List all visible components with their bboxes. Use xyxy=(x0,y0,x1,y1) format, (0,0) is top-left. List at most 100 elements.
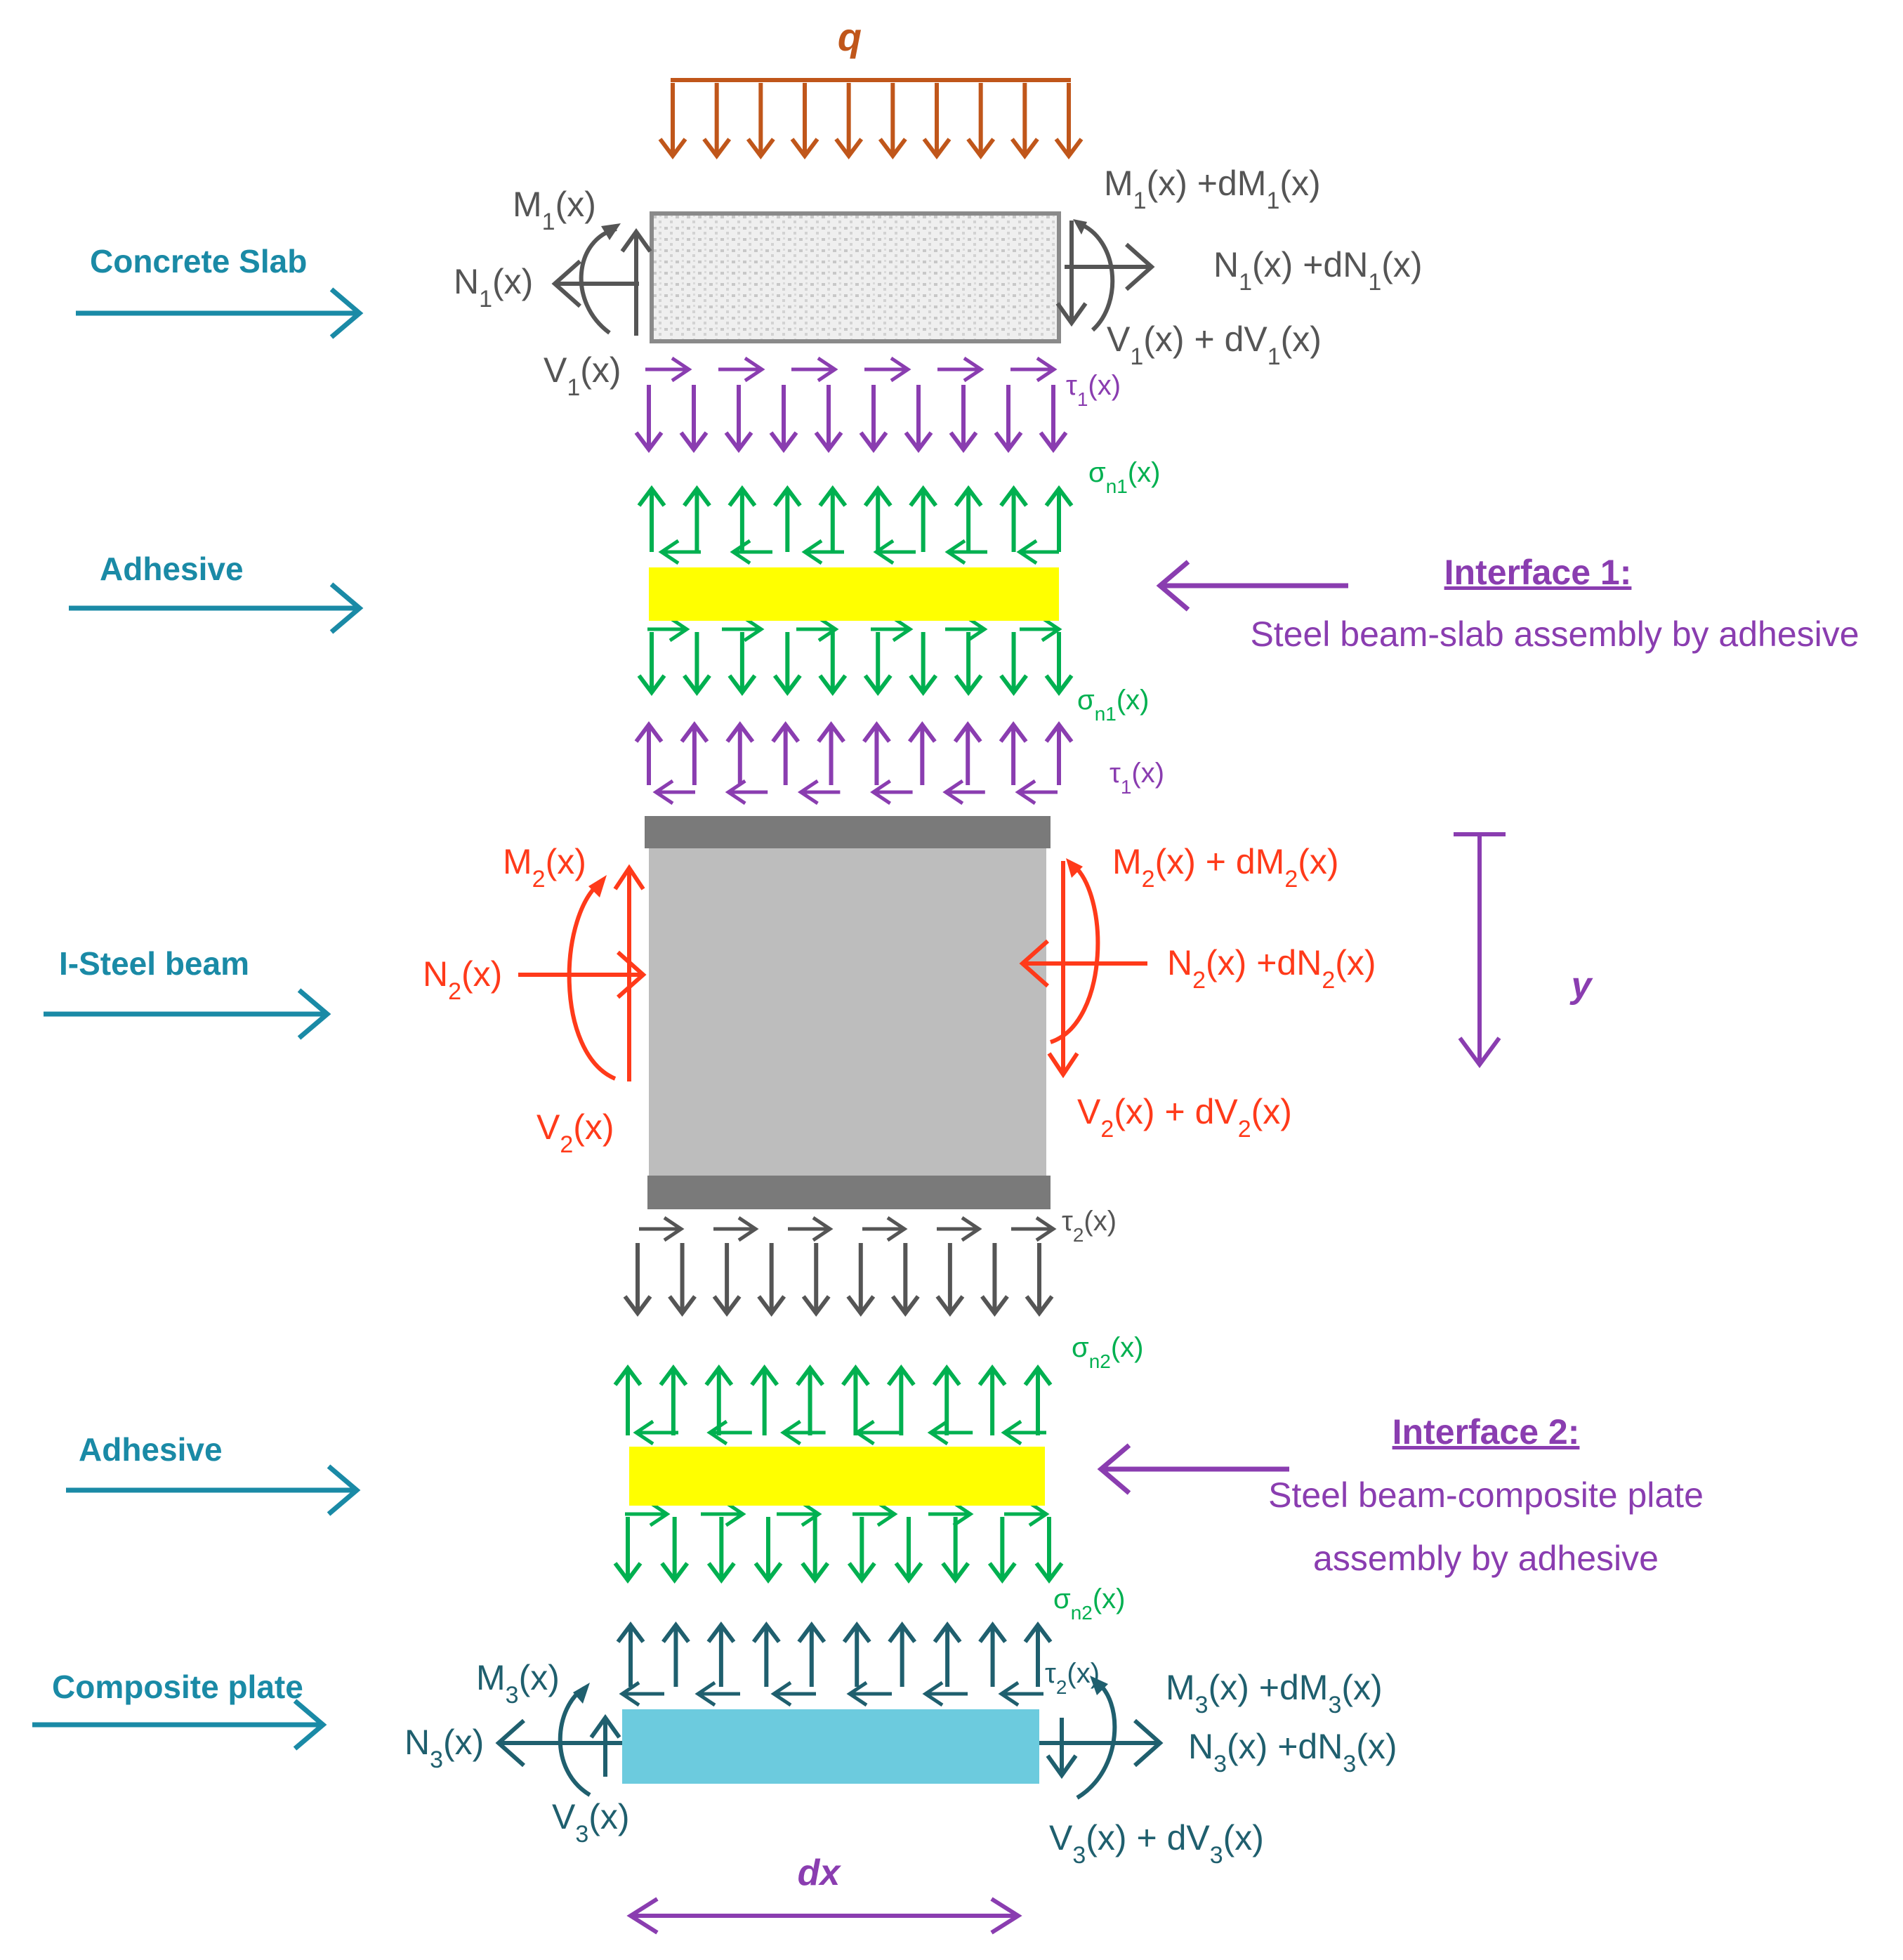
svg-text:Concrete Slab: Concrete Slab xyxy=(90,243,307,279)
shear-arrow-tau1 xyxy=(864,356,911,383)
shear-arrow-left xyxy=(694,1681,740,1707)
normal-arrow-up xyxy=(683,485,711,552)
svg-text:Adhesive: Adhesive xyxy=(100,551,244,587)
shear-arrow-tau2 xyxy=(639,1216,685,1242)
shear-arrow-left xyxy=(870,779,913,805)
normal-arrow-up xyxy=(978,1622,1007,1687)
shear-arrow-tau2 xyxy=(713,1216,759,1242)
shear-arrow-left xyxy=(1016,539,1059,565)
section-label-steel-beam: I-Steel beam xyxy=(44,945,331,1040)
shear-arrow-right xyxy=(928,1501,974,1527)
shear-arrow-left xyxy=(633,1419,678,1446)
normal-arrow-down xyxy=(894,1517,923,1584)
normal-arrow-down xyxy=(660,1517,690,1584)
normal-arrow-down xyxy=(994,385,1023,453)
svg-text:I-Steel beam: I-Steel beam xyxy=(59,945,249,982)
shear-arrow-left xyxy=(846,1681,892,1707)
normal-arrow-down xyxy=(890,1243,920,1317)
beam-left-forces xyxy=(518,864,647,1081)
plate-Nd-label: N3(x) +dN3(x) xyxy=(1188,1727,1397,1777)
normal-arrow-down xyxy=(801,1243,831,1317)
beam-M-label: M2(x) xyxy=(503,842,586,893)
normal-arrow-up xyxy=(886,1364,916,1435)
shear-arrow-right xyxy=(945,616,988,643)
shear-arrow-tau1 xyxy=(937,356,985,383)
plate-N-label: N3(x) xyxy=(404,1723,484,1773)
normal-arrow-down xyxy=(909,632,938,696)
load-arrow xyxy=(834,83,864,159)
normal-arrow-up xyxy=(999,721,1028,785)
normal-arrow-up xyxy=(907,721,937,785)
svg-text:Composite plate: Composite plate xyxy=(52,1669,303,1705)
load-arrow xyxy=(1054,83,1084,159)
interface-1-title: Interface 1: xyxy=(1444,553,1632,592)
normal-arrow-down xyxy=(757,1243,786,1317)
stress-arrow-rows xyxy=(613,356,1074,1707)
normal-arrow-up xyxy=(797,1622,827,1687)
normal-arrow-down xyxy=(724,385,753,453)
load-arrow xyxy=(702,83,732,160)
sigma-n2-bottom-label: σn2(x) xyxy=(1053,1584,1125,1624)
sigma-n1-top-label: σn1(x) xyxy=(1088,457,1160,497)
shear-arrow-right xyxy=(871,616,914,643)
normal-arrow-up xyxy=(725,721,755,785)
normal-arrow-up xyxy=(661,1622,690,1687)
shear-arrow-tau2 xyxy=(862,1216,908,1242)
adhesive-layer-1 xyxy=(649,567,1059,621)
normal-arrow-up xyxy=(1044,485,1074,552)
normal-arrow-down xyxy=(712,1243,742,1317)
plate-left-forces xyxy=(495,1683,622,1797)
normal-arrow-up xyxy=(933,1622,962,1687)
normal-arrow-up xyxy=(932,1364,961,1435)
slab-left-forces xyxy=(551,223,652,336)
interface-2-description-line-1: Steel beam-composite plate xyxy=(1268,1475,1704,1515)
beam-Vd-label: V2(x) + dV2(x) xyxy=(1077,1092,1292,1143)
slab-Vd-label: V1(x) + dV1(x) xyxy=(1107,320,1322,370)
shear-arrow-right xyxy=(625,1501,671,1527)
normal-arrow-down xyxy=(637,632,666,696)
plate-M-label: M3(x) xyxy=(476,1658,560,1709)
shear-arrow-right xyxy=(796,616,839,643)
normal-arrow-down xyxy=(772,632,802,696)
shear-arrow-right xyxy=(1020,616,1062,643)
shear-arrow-tau1 xyxy=(791,356,838,383)
section-label-adhesive-2: Adhesive xyxy=(66,1431,361,1516)
dx-dimension-arrow xyxy=(626,1897,1022,1935)
shear-arrow-left xyxy=(652,779,695,805)
shear-arrow-right xyxy=(777,1501,822,1527)
shear-arrow-left xyxy=(619,1681,664,1707)
sigma-n2-top-label: σn2(x) xyxy=(1072,1332,1143,1372)
interface-1-description: Steel beam-slab assembly by adhesive xyxy=(1250,614,1859,654)
normal-arrow-down xyxy=(1044,632,1074,696)
normal-arrow-up xyxy=(771,721,801,785)
load-arrow xyxy=(790,83,819,159)
normal-arrow-up xyxy=(616,1622,645,1687)
normal-arrow-up xyxy=(659,1364,688,1435)
shear-arrow-tau1 xyxy=(645,356,692,383)
shear-arrow-tau1 xyxy=(1010,356,1058,383)
svg-text:Adhesive: Adhesive xyxy=(79,1431,223,1468)
normal-arrow-up xyxy=(613,1364,643,1435)
shear-arrow-right xyxy=(852,1501,898,1527)
load-arrow xyxy=(658,83,687,159)
shear-arrow-left xyxy=(873,539,916,565)
normal-arrow-down xyxy=(634,385,664,453)
shear-arrow-tau1 xyxy=(718,356,765,383)
interface-2-arrow xyxy=(1097,1443,1289,1495)
slab-N-label: N1(x) xyxy=(454,262,533,313)
normal-arrow-down xyxy=(1039,385,1068,453)
tau1-top-label: τ1(x) xyxy=(1066,370,1121,410)
normal-arrow-down xyxy=(987,1517,1017,1584)
shear-arrow-left xyxy=(944,539,987,565)
normal-arrow-down xyxy=(706,1517,736,1584)
normal-arrow-down xyxy=(859,385,888,453)
steel-beam xyxy=(645,816,1051,1209)
adhesive-layer-2 xyxy=(629,1447,1045,1506)
shear-arrow-left xyxy=(801,539,844,565)
plate-right-forces xyxy=(1039,1676,1164,1800)
slab-Nd-label: N1(x) +dN1(x) xyxy=(1213,245,1423,296)
beam-Nd-label: N2(x) +dN2(x) xyxy=(1167,943,1376,994)
normal-arrow-down xyxy=(954,632,983,696)
normal-arrow-up xyxy=(888,1622,917,1687)
